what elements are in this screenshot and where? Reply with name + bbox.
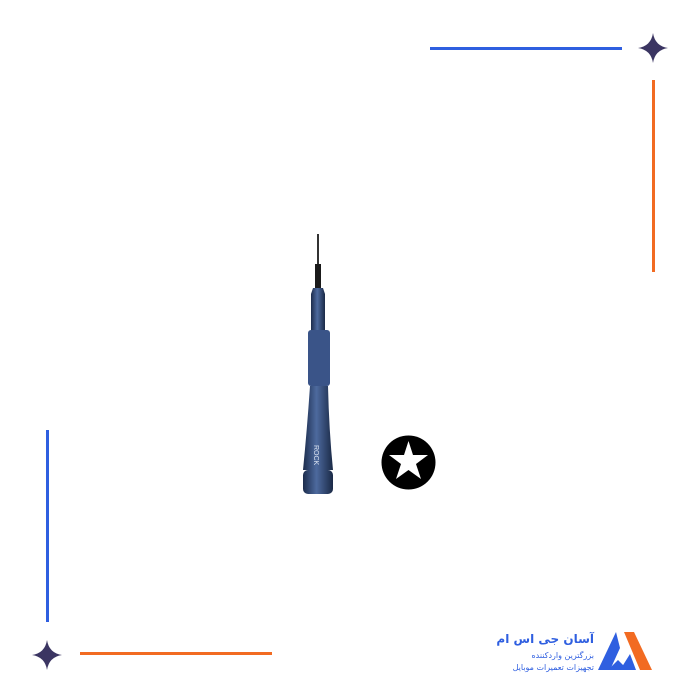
decor-line-right-orange — [652, 80, 655, 272]
logo-tagline-1: بزرگترین واردکننده — [531, 651, 594, 660]
decor-line-bottom-orange — [80, 652, 272, 655]
logo-mark-icon — [598, 632, 652, 670]
sparkle-icon — [32, 640, 62, 670]
screwdriver-image: ROCK — [303, 234, 333, 494]
brand-label: ROCK — [312, 445, 319, 466]
logo-tagline-2: تجهیزات تعمیرات موبایل — [512, 663, 594, 672]
decor-line-top-blue — [430, 47, 622, 50]
decor-line-left-blue — [46, 430, 49, 622]
torx-star-icon — [381, 435, 436, 490]
logo-name: آسان جی اس ام — [496, 632, 594, 646]
sparkle-icon — [638, 33, 668, 63]
